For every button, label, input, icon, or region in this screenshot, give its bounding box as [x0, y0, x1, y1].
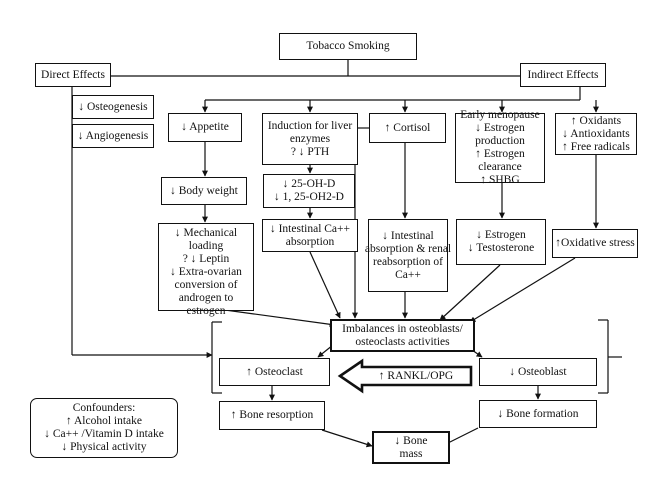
intestinal-calcium-box: ↓ Intestinal Ca++absorption	[262, 219, 358, 252]
text-line: ↑ SHBG	[480, 174, 520, 186]
text-line: conversion of	[174, 279, 238, 291]
text-line: ? ↓ Leptin	[182, 253, 230, 265]
appetite-box: ↓ Appetite	[168, 113, 242, 142]
text-line: Induction for liver	[267, 119, 353, 132]
bone-formation-box: ↓ Bone formation	[479, 400, 597, 428]
estrogen-testosterone-box: ↓ Estrogen↓ Testosterone	[456, 219, 546, 265]
arrow	[469, 257, 576, 323]
text-line: ↓ Physical activity	[61, 441, 147, 453]
text-line: ↑ Oxidants	[570, 114, 622, 127]
text-line: ↓ Intestinal Ca++	[269, 222, 351, 235]
text-line: ↓ Osteogenesis	[78, 100, 148, 113]
tobacco-smoking-box: Tobacco Smoking	[279, 33, 417, 60]
text-line: androgen to	[178, 292, 234, 304]
text-line: Direct Effects	[41, 68, 105, 81]
text-line: ↓ Appetite	[181, 121, 229, 133]
angiogenesis-box: ↓ Angiogenesis	[72, 124, 154, 148]
text-line: ↓ Ca++ /Vitamin D intake	[44, 428, 164, 440]
imbalance-box: Imbalances in osteoblasts/osteoclasts ac…	[330, 319, 475, 352]
text-line: ↓ Antioxidants	[562, 127, 630, 140]
text-line: ? ↓ PTH	[290, 145, 330, 158]
indirect-effects-box: Indirect Effects	[520, 63, 606, 87]
cortisol-box: ↑ Cortisol	[369, 113, 446, 143]
text-line: ↑ Osteoclast	[246, 365, 303, 378]
osteoblast-box: ↓ Osteoblast	[479, 358, 597, 386]
text-line: ↓ Estrogen	[475, 122, 525, 134]
rankl-opg-arrow	[337, 358, 473, 394]
text-line: ↓ 1, 25-OH2-D	[274, 191, 344, 203]
text-line: ↑ Alcohol intake	[65, 415, 142, 427]
text-line: ↓ Mechanical	[174, 227, 238, 239]
oxidants-box: ↑ Oxidants↓ Antioxidants↑ Free radicals	[555, 113, 637, 155]
text-line: ↓ Bone formation	[497, 407, 579, 420]
text-line: enzymes	[289, 132, 331, 145]
text-line: ↑ RANKL/OPG	[378, 370, 454, 382]
arrow	[439, 264, 501, 321]
text-line: ↓ Osteoblast	[509, 365, 567, 378]
text-line: ↑ Bone resorption	[230, 409, 314, 421]
body-weight-box: ↓ Body weight	[161, 177, 247, 205]
text-line: clearance	[478, 161, 522, 173]
text-line: ↓ Estrogen	[476, 229, 526, 241]
text-line: Ca++	[395, 268, 421, 281]
text-line: production	[475, 135, 525, 147]
arrow	[224, 309, 336, 328]
text-line: Imbalances in osteoblasts/	[342, 322, 463, 335]
direct-effects-box: Direct Effects	[35, 63, 111, 87]
text-line: Confounders:	[72, 402, 136, 414]
text-line: absorption & renal	[364, 242, 452, 255]
text-line: ↑ Free radicals	[562, 140, 630, 153]
text-line: ↓ 25-OH-D	[282, 178, 336, 190]
arrow	[309, 251, 341, 319]
text-line: ↓ Extra-ovarian	[170, 266, 242, 278]
text-line: reabsorption of	[373, 255, 443, 268]
text-line: Indirect Effects	[527, 68, 599, 81]
rankl-opg-label: ↑ RANKL/OPG	[362, 369, 470, 383]
text-line: mass	[399, 447, 423, 460]
oxidative-stress-box: ↑Oxidative stress	[552, 229, 638, 258]
arrow	[321, 429, 373, 448]
text-line: ↓ Angiogenesis	[77, 129, 149, 142]
text-line: osteoclasts activities	[355, 335, 450, 348]
vitamin-d-box: ↓ 25-OH-D↓ 1, 25-OH2-D	[263, 174, 355, 208]
text-line: ↑Oxidative stress	[555, 237, 635, 249]
text-line: Early menopause	[460, 109, 540, 121]
bone-resorption-box: ↑ Bone resorption	[219, 401, 325, 430]
text-line: estrogen	[186, 305, 226, 317]
text-line: ↓ Intestinal	[382, 229, 434, 242]
osteogenesis-box: ↓ Osteogenesis	[72, 95, 154, 119]
text-line: loading	[188, 240, 224, 252]
text-line: ↑ Estrogen	[475, 148, 525, 160]
text-line: Tobacco Smoking	[306, 40, 390, 52]
osteoclast-box: ↑ Osteoclast	[219, 358, 330, 386]
text-line: ↑ Cortisol	[384, 121, 431, 134]
text-line: ↓ Testosterone	[467, 242, 535, 254]
text-line: absorption	[285, 235, 335, 248]
text-line: ↓ Body weight	[170, 184, 238, 197]
confounders-box: Confounders:↑ Alcohol intake↓ Ca++ /Vita…	[30, 398, 178, 458]
text-line: ↓ Bone	[394, 434, 428, 447]
